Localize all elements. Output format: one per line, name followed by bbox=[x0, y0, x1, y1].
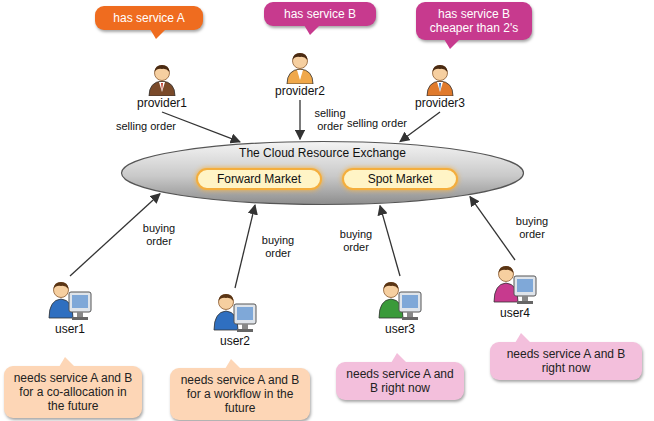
speech-bubble: needs service A and B for a co-allocatio… bbox=[4, 366, 142, 418]
speech-bubble: has service B cheaper than 2's bbox=[416, 2, 532, 40]
user-name: user1 bbox=[35, 322, 105, 336]
market-pill: Forward Market bbox=[196, 168, 322, 190]
provider-name: provider1 bbox=[127, 96, 197, 110]
bubble-tail bbox=[150, 29, 166, 39]
user-figure: user2 bbox=[200, 290, 270, 348]
bubble-text: has service B bbox=[271, 7, 369, 21]
bubble-tail bbox=[515, 333, 531, 343]
market-name: Spot Market bbox=[344, 170, 456, 188]
provider-name: provider3 bbox=[405, 96, 475, 110]
order-arrow bbox=[380, 206, 400, 276]
bubble-text: needs service A and B right now bbox=[497, 347, 635, 375]
user-figure: user1 bbox=[35, 278, 105, 336]
order-arrow bbox=[235, 205, 255, 288]
user-figure: user3 bbox=[365, 278, 435, 336]
order-label: selling order bbox=[347, 117, 407, 130]
exchange-title: The Cloud Resource Exchange bbox=[120, 140, 525, 160]
order-label: buying order bbox=[334, 228, 378, 254]
user-icon bbox=[212, 290, 258, 334]
user-name: user2 bbox=[200, 334, 270, 348]
market-name: Forward Market bbox=[198, 170, 320, 188]
bubble-text: has service A bbox=[102, 11, 196, 25]
speech-bubble: needs service A and B for a workflow in … bbox=[170, 368, 310, 420]
user-name: user3 bbox=[365, 322, 435, 336]
provider-icon bbox=[283, 50, 317, 84]
speech-bubble: needs service A and B right now bbox=[490, 342, 642, 380]
bubble-text: needs service A and B for a workflow in … bbox=[177, 373, 303, 415]
order-label: buying order bbox=[137, 222, 181, 248]
bubble-text: needs service A and B right now bbox=[343, 367, 457, 395]
user-icon bbox=[47, 278, 93, 322]
user-name: user4 bbox=[480, 306, 550, 320]
provider-icon bbox=[145, 62, 179, 96]
order-label: selling order bbox=[116, 120, 176, 133]
exchange-ellipse: The Cloud Resource ExchangeForward Marke… bbox=[120, 140, 525, 206]
speech-bubble: needs service A and B right now bbox=[336, 362, 464, 400]
speech-bubble: has service A bbox=[95, 6, 203, 30]
order-label: selling order bbox=[308, 107, 352, 133]
bubble-tail bbox=[59, 357, 75, 367]
user-figure: user4 bbox=[480, 262, 550, 320]
bubble-tail bbox=[391, 353, 407, 363]
order-arrow bbox=[299, 100, 300, 139]
provider-name: provider2 bbox=[265, 84, 335, 98]
speech-bubble: has service B bbox=[264, 2, 376, 26]
order-arrow bbox=[470, 197, 515, 260]
provider-figure: provider3 bbox=[405, 62, 475, 110]
order-label: buying order bbox=[510, 215, 554, 241]
bubble-text: has service B cheaper than 2's bbox=[423, 7, 525, 35]
order-arrow bbox=[70, 194, 160, 276]
user-icon bbox=[492, 262, 538, 306]
bubble-text: needs service A and B for a co-allocatio… bbox=[11, 371, 135, 413]
market-pill: Spot Market bbox=[342, 168, 458, 190]
user-icon bbox=[377, 278, 423, 322]
provider-icon bbox=[423, 62, 457, 96]
bubble-tail bbox=[225, 359, 241, 369]
provider-figure: provider1 bbox=[127, 62, 197, 110]
bubble-tail bbox=[304, 25, 320, 35]
provider-figure: provider2 bbox=[265, 50, 335, 98]
order-label: buying order bbox=[256, 234, 300, 260]
bubble-tail bbox=[444, 39, 460, 49]
